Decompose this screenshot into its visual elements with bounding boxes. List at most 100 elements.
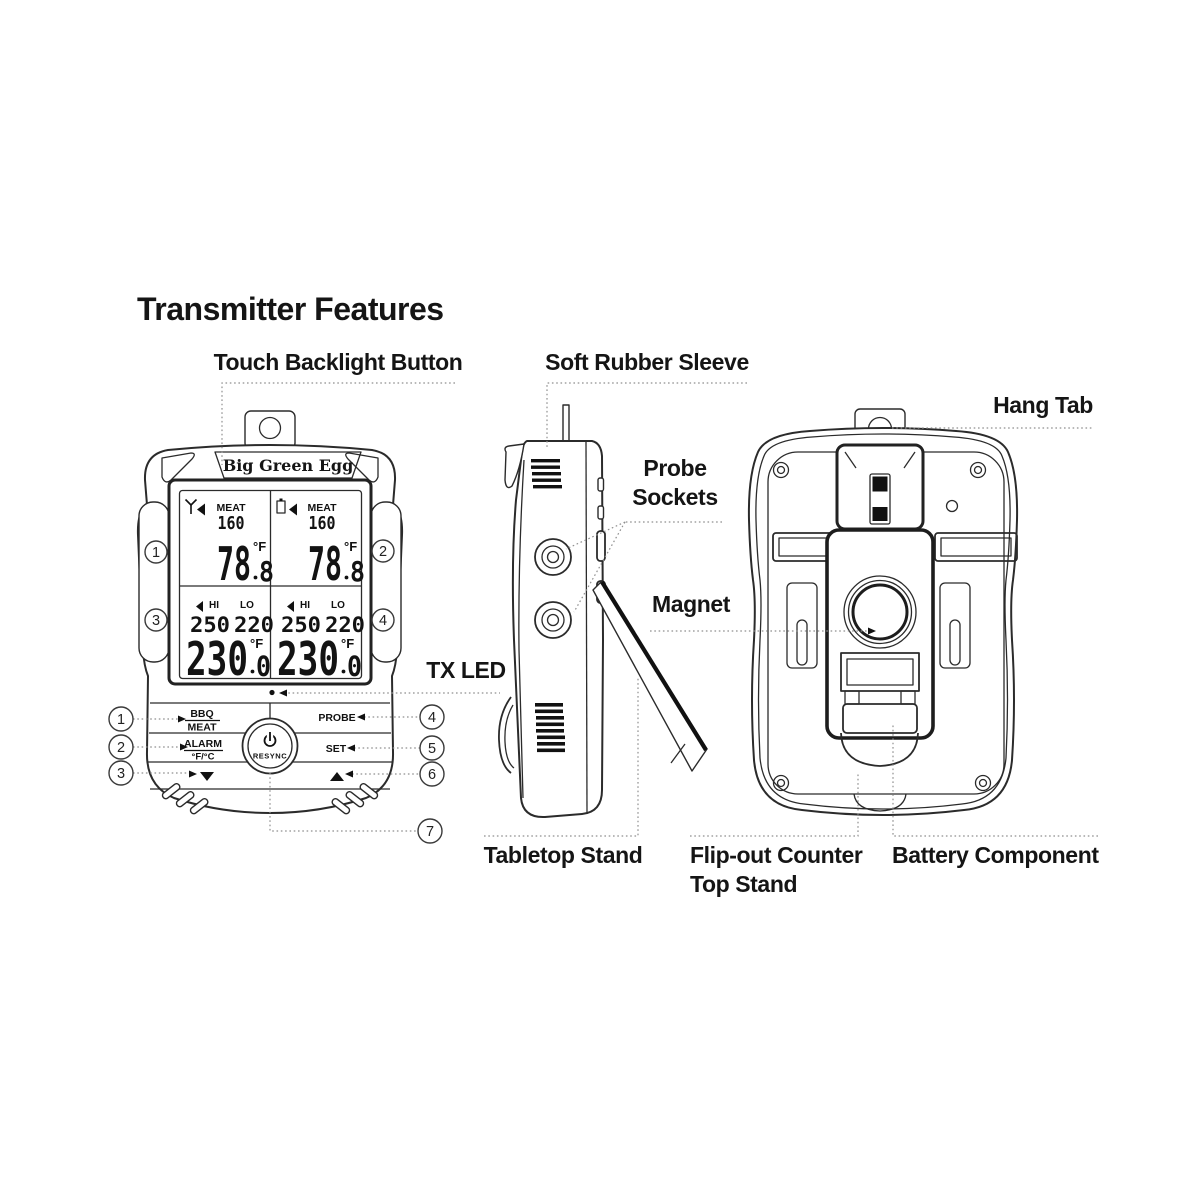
svg-text:2: 2 bbox=[379, 544, 387, 560]
temp-decimal: 8 bbox=[259, 555, 274, 588]
side-body bbox=[511, 440, 604, 819]
alarm-icon bbox=[196, 601, 203, 612]
label-flip-out-line1: Flip-out Counter bbox=[690, 842, 863, 868]
leader-tabletop bbox=[484, 678, 639, 837]
decimal-point bbox=[250, 669, 255, 674]
back-bottom-notch bbox=[853, 793, 907, 812]
unit-label: °F bbox=[341, 636, 354, 651]
down-arrow-icon bbox=[200, 772, 214, 781]
leader-flip-out bbox=[690, 772, 859, 837]
front-bumper-right bbox=[370, 501, 402, 663]
lo-label: LO bbox=[240, 600, 254, 611]
mode-label: MEAT bbox=[308, 502, 338, 514]
target-temp: 160 bbox=[309, 513, 336, 534]
front-bottom-grips bbox=[161, 782, 379, 815]
leader-battery bbox=[892, 724, 1098, 837]
stand-housing bbox=[825, 528, 935, 740]
probe-button-label: PROBE bbox=[318, 712, 355, 724]
leader-touch-backlight bbox=[221, 382, 455, 465]
side-face-line bbox=[585, 441, 588, 815]
side-bottom-clip-inner bbox=[504, 704, 515, 769]
front-grip-top-left bbox=[161, 452, 195, 483]
lcd-probe2: MEAT 160 78 °F 8 bbox=[276, 498, 365, 591]
unit-label: °F bbox=[250, 636, 263, 651]
front-grip-top-right bbox=[345, 452, 379, 483]
power-icon bbox=[263, 732, 277, 747]
battery-door bbox=[840, 652, 920, 767]
front-logo-panel bbox=[214, 451, 362, 479]
screw bbox=[974, 774, 992, 792]
current-temp: 78 bbox=[217, 537, 251, 591]
back-hole bbox=[945, 499, 959, 513]
callout-button-2: 2 bbox=[108, 734, 134, 760]
arrow-tx-led bbox=[279, 689, 287, 697]
alarm-icon bbox=[197, 503, 205, 516]
hang-tab-front-hole bbox=[258, 416, 282, 440]
lo-label: LO bbox=[331, 600, 345, 611]
hi-temp: 250 bbox=[281, 613, 321, 637]
label-probe-sockets: Probe Sockets bbox=[632, 454, 718, 512]
decimal-point bbox=[341, 669, 346, 674]
hang-tab-front bbox=[244, 410, 296, 450]
f-c-button-label: °F/°C bbox=[192, 752, 215, 763]
callout-button-7: 7 bbox=[417, 818, 443, 844]
alarm-icon bbox=[289, 503, 297, 516]
probe-socket-2 bbox=[534, 601, 572, 639]
hi-label: HI bbox=[300, 600, 310, 611]
hi-label: HI bbox=[209, 600, 219, 611]
magnet-rings bbox=[843, 575, 917, 649]
back-slot-right bbox=[934, 532, 1018, 562]
battery-icon-cap bbox=[279, 498, 283, 501]
temp-decimal: 8 bbox=[350, 555, 365, 588]
label-tx-led: TX LED bbox=[426, 657, 506, 683]
callout-display-3: 3 bbox=[144, 608, 168, 632]
resync-button-inner bbox=[247, 723, 293, 769]
side-ribs-bottom bbox=[535, 703, 565, 753]
label-soft-rubber-sleeve: Soft Rubber Sleeve bbox=[545, 349, 749, 375]
back-view bbox=[747, 408, 1019, 816]
temp-decimal: 0 bbox=[256, 650, 271, 683]
target-temp: 160 bbox=[218, 513, 245, 534]
arrow-callout-3 bbox=[189, 770, 197, 778]
side-hook-tab bbox=[504, 443, 525, 489]
label-tabletop-stand: Tabletop Stand bbox=[483, 842, 643, 868]
label-flip-out-stand: Flip-out Counter Top Stand bbox=[690, 841, 863, 899]
callout-button-5: 5 bbox=[419, 735, 445, 761]
callout-button-3: 3 bbox=[108, 760, 134, 786]
side-bottom-clip bbox=[498, 696, 512, 774]
up-arrow-icon bbox=[330, 772, 344, 781]
svg-text:6: 6 bbox=[428, 767, 436, 783]
svg-text:5: 5 bbox=[428, 741, 436, 757]
unit-label: °F bbox=[344, 539, 357, 554]
label-battery-component: Battery Component bbox=[892, 842, 1099, 868]
arrow-magnet bbox=[868, 627, 876, 635]
svg-text:2: 2 bbox=[117, 740, 125, 756]
leader-soft-rubber bbox=[546, 382, 747, 447]
decimal-point bbox=[253, 575, 258, 580]
arrow-callout-2 bbox=[180, 743, 188, 751]
bbq-button-label: BBQ bbox=[190, 708, 213, 720]
callout-button-6: 6 bbox=[419, 761, 445, 787]
svg-text:3: 3 bbox=[152, 613, 160, 629]
lock-slider bbox=[869, 473, 891, 525]
tx-led-dot bbox=[269, 689, 275, 696]
front-view: Big Green Egg MEAT 160 78 °F 8 bbox=[136, 410, 404, 815]
screw bbox=[772, 774, 790, 792]
alarm-button-label: ALARM bbox=[184, 738, 222, 750]
side-view bbox=[498, 404, 708, 819]
lcd-probe1: MEAT 160 78 °F 8 bbox=[184, 498, 274, 591]
brand-text: Big Green Egg bbox=[223, 456, 354, 475]
antenna bbox=[562, 404, 570, 444]
front-bumper-left bbox=[138, 501, 170, 663]
svg-text:4: 4 bbox=[379, 613, 387, 629]
decimal-point bbox=[344, 575, 349, 580]
back-body-inner bbox=[755, 433, 1011, 810]
lcd-zone2: HI LO 250 220 230 °F 0 bbox=[277, 600, 365, 686]
side-ribs-top bbox=[531, 459, 562, 489]
svg-text:3: 3 bbox=[117, 766, 125, 782]
alarm-icon bbox=[287, 601, 294, 612]
svg-text:4: 4 bbox=[428, 710, 436, 726]
arrow-callout-5 bbox=[347, 744, 355, 752]
